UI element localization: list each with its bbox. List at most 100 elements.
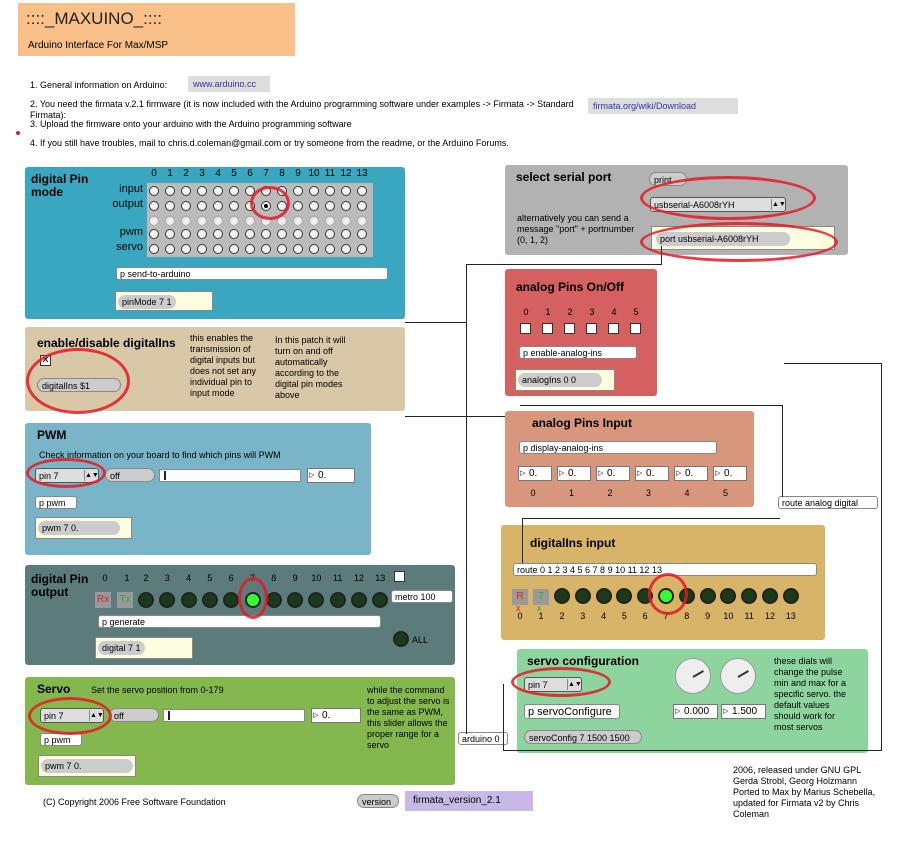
pin-mode-radio[interactable] bbox=[309, 229, 319, 239]
pin-mode-radio[interactable] bbox=[357, 186, 367, 196]
pin-mode-radio[interactable] bbox=[229, 186, 239, 196]
generate-subpatch[interactable]: p generate bbox=[98, 615, 381, 628]
pin-mode-radio[interactable] bbox=[277, 186, 287, 196]
pin-mode-radio[interactable] bbox=[165, 244, 175, 254]
servo-off-message[interactable]: off bbox=[109, 708, 159, 722]
analog-toggle[interactable] bbox=[630, 323, 641, 334]
analogins-message[interactable]: analogIns 0 0 bbox=[515, 369, 615, 391]
pin-mode-radio[interactable] bbox=[309, 216, 319, 226]
pin-mode-radio[interactable] bbox=[325, 186, 335, 196]
pinmode-message[interactable]: pinMode 7 1 bbox=[115, 291, 213, 311]
digital-message-box[interactable]: digital 7 1 bbox=[95, 637, 193, 659]
pin-mode-radio[interactable] bbox=[181, 229, 191, 239]
pin-mode-radio[interactable] bbox=[149, 201, 159, 211]
digital-out-led[interactable] bbox=[351, 592, 367, 608]
pin-mode-radio[interactable] bbox=[197, 216, 207, 226]
pin-mode-radio[interactable] bbox=[229, 229, 239, 239]
pin-mode-radio[interactable] bbox=[165, 186, 175, 196]
pin-mode-radio[interactable] bbox=[325, 229, 335, 239]
pin-mode-radio[interactable] bbox=[181, 216, 191, 226]
pin-mode-radio[interactable] bbox=[357, 229, 367, 239]
digital-out-led[interactable] bbox=[223, 592, 240, 608]
analog-value-number[interactable]: 0. bbox=[713, 466, 747, 481]
analog-toggle[interactable] bbox=[608, 323, 619, 334]
pin-mode-radio[interactable] bbox=[357, 201, 367, 211]
pin-mode-radio[interactable] bbox=[245, 186, 255, 196]
metro-toggle[interactable] bbox=[394, 571, 405, 582]
pin-mode-radio[interactable] bbox=[357, 244, 367, 254]
pin-mode-radio[interactable] bbox=[149, 216, 159, 226]
pin-mode-radio[interactable] bbox=[341, 186, 351, 196]
pin-mode-radio[interactable] bbox=[197, 201, 207, 211]
analog-value-number[interactable]: 0. bbox=[635, 466, 669, 481]
digital-out-led[interactable] bbox=[372, 592, 389, 608]
analog-value-number[interactable]: 0. bbox=[557, 466, 591, 481]
pin-mode-radio[interactable] bbox=[277, 216, 287, 226]
min-number[interactable]: 0.000 bbox=[673, 704, 718, 719]
digitalins-message[interactable]: digitalIns $1 bbox=[37, 378, 121, 392]
pin-mode-radio[interactable] bbox=[229, 216, 239, 226]
pin-mode-radio[interactable] bbox=[341, 229, 351, 239]
pin-mode-radio[interactable] bbox=[245, 229, 255, 239]
pin-mode-radio[interactable] bbox=[165, 216, 175, 226]
servo-pin-menu[interactable]: pin 7▲▼ bbox=[40, 708, 104, 723]
arduino-link[interactable]: www.arduino.cc bbox=[188, 76, 270, 92]
pin-mode-radio[interactable] bbox=[149, 229, 159, 239]
servoconfig-message[interactable]: servoConfig 7 1500 1500 bbox=[524, 730, 642, 744]
pin-mode-radio[interactable] bbox=[213, 229, 223, 239]
pin-mode-radio[interactable] bbox=[213, 216, 223, 226]
pin-mode-radio[interactable] bbox=[293, 216, 303, 226]
pin-mode-radio[interactable] bbox=[213, 244, 223, 254]
pin-mode-radio[interactable] bbox=[325, 201, 335, 211]
pwm-slider[interactable] bbox=[159, 469, 301, 482]
pin-mode-radio[interactable] bbox=[325, 216, 335, 226]
pin-mode-radio[interactable] bbox=[293, 201, 303, 211]
route-digital-object[interactable]: route 0 1 2 3 4 5 6 7 8 9 10 11 12 13 bbox=[513, 563, 817, 576]
analog-toggle[interactable] bbox=[542, 323, 553, 334]
servo-config-pin-menu[interactable]: pin 7▲▼ bbox=[524, 677, 582, 692]
pin-mode-radio[interactable] bbox=[149, 244, 159, 254]
pin-mode-radio[interactable] bbox=[293, 186, 303, 196]
digital-out-led[interactable] bbox=[329, 592, 346, 608]
pin-mode-radio[interactable] bbox=[293, 229, 303, 239]
pin-mode-radio[interactable] bbox=[181, 201, 191, 211]
display-analog-subpatch[interactable]: p display-analog-ins bbox=[519, 441, 717, 454]
digital-out-led[interactable] bbox=[159, 592, 176, 608]
pin-mode-radio[interactable] bbox=[197, 244, 207, 254]
pin-mode-radio[interactable] bbox=[261, 201, 271, 211]
pwm-off-message[interactable]: off bbox=[105, 468, 155, 482]
pin-mode-radio[interactable] bbox=[213, 201, 223, 211]
pin-mode-radio[interactable] bbox=[165, 229, 175, 239]
pin-mode-radio[interactable] bbox=[149, 186, 159, 196]
digital-out-led[interactable] bbox=[308, 592, 325, 608]
route-analog-digital-object[interactable]: route analog digital bbox=[778, 496, 878, 509]
pwm-pin-menu[interactable]: pin 7▲▼ bbox=[35, 468, 99, 483]
pin-mode-radio[interactable] bbox=[277, 229, 287, 239]
enable-toggle[interactable]: ✕ bbox=[40, 355, 51, 366]
pin-mode-radio[interactable] bbox=[261, 229, 271, 239]
analog-value-number[interactable]: 0. bbox=[674, 466, 708, 481]
pin-mode-radio[interactable] bbox=[197, 186, 207, 196]
pin-mode-radio[interactable] bbox=[341, 244, 351, 254]
pwm-subpatch[interactable]: p pwm bbox=[35, 496, 77, 509]
enable-analog-subpatch[interactable]: p enable-analog-ins bbox=[519, 346, 637, 359]
pin-mode-radio[interactable] bbox=[261, 186, 271, 196]
pin-mode-radio[interactable] bbox=[309, 186, 319, 196]
servo-subpatch[interactable]: p pwm bbox=[40, 733, 82, 746]
analog-value-number[interactable]: 0. bbox=[596, 466, 630, 481]
serial-port-menu[interactable]: usbserial-A6008rYH▲▼ bbox=[650, 197, 786, 212]
pin-mode-radio[interactable] bbox=[245, 201, 255, 211]
pin-mode-radio[interactable] bbox=[229, 201, 239, 211]
max-number[interactable]: 1.500 bbox=[721, 704, 766, 719]
pin-mode-radio[interactable] bbox=[181, 244, 191, 254]
servo-slider[interactable] bbox=[163, 709, 305, 722]
servo-configure-subpatch[interactable]: p servoConfigure bbox=[524, 704, 620, 719]
pin-mode-radio[interactable] bbox=[165, 201, 175, 211]
pin-mode-radio[interactable] bbox=[229, 244, 239, 254]
pin-mode-radio[interactable] bbox=[181, 186, 191, 196]
max-dial[interactable] bbox=[720, 658, 756, 694]
version-button[interactable]: version bbox=[357, 794, 399, 808]
pin-mode-radio[interactable] bbox=[197, 229, 207, 239]
analog-toggle[interactable] bbox=[586, 323, 597, 334]
digital-out-led[interactable] bbox=[180, 592, 197, 608]
